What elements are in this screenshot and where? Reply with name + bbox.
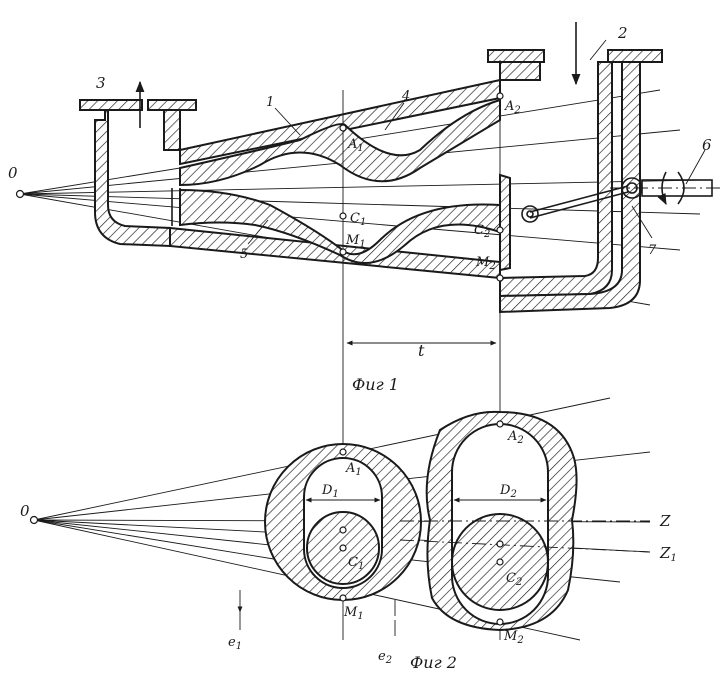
fig2-label-A2: A2	[507, 429, 524, 446]
label-6: 6	[702, 136, 712, 154]
fig2-label-M2: M2	[503, 629, 524, 646]
fig2-label-C2: C2	[506, 571, 522, 588]
fig1-points	[15, 92, 504, 282]
label-origin: 0	[8, 164, 18, 182]
label-M2: M2	[475, 255, 496, 272]
fig2-point-O	[29, 515, 39, 525]
label-2: 2	[617, 24, 628, 42]
label-1: 1	[266, 95, 274, 110]
figure-2: 0 A1 A2 C1 C2 M1 M2 D1 D2 Z Z1 e1 e2 Фиг…	[20, 397, 677, 672]
label-C2: C2	[474, 223, 490, 240]
fig1-flow-arrows	[135, 22, 581, 128]
fig2-label-origin: 0	[20, 502, 30, 520]
fig2-point-M2	[496, 618, 504, 626]
label-4: 4	[401, 89, 410, 104]
point-M1	[339, 248, 347, 256]
fig1-caption: Фиг 1	[352, 375, 399, 394]
fig1-labels: 0 1 2 3 4 5 6 7 A1 A2 C1 C2 M1 M2 t Фиг …	[8, 24, 712, 394]
fig2-labels: 0 A1 A2 C1 C2 M1 M2 D1 D2 Z Z1 e1 e2 Фиг…	[20, 429, 677, 672]
fig2-point-A1	[339, 448, 347, 456]
point-O	[15, 189, 25, 199]
label-D1: D1	[321, 483, 339, 500]
fig2-points	[29, 420, 504, 626]
label-D2: D2	[499, 483, 517, 500]
point-M2	[496, 274, 504, 282]
fig2-point-A2	[496, 420, 504, 428]
point-C1	[339, 212, 347, 220]
fig2-section-1	[264, 443, 422, 601]
fig2-label-M1: M1	[343, 605, 364, 622]
label-e1: e1	[228, 635, 242, 652]
point-A2	[496, 92, 504, 100]
label-A1: A1	[347, 137, 364, 154]
label-C1: C1	[350, 211, 366, 228]
fig2-label-A1: A1	[345, 461, 362, 478]
fig1-drive	[521, 171, 720, 223]
fig1-leaders	[247, 39, 706, 245]
fig2-caption: Фиг 2	[410, 653, 457, 672]
fig2-label-C1: C1	[348, 555, 364, 572]
fig1-casing	[79, 49, 663, 314]
label-Z: Z	[659, 512, 671, 530]
label-Z1: Z1	[659, 544, 677, 564]
label-5: 5	[240, 247, 248, 262]
fig2-point-C2	[496, 558, 504, 566]
fig2-point-C1-upper	[339, 526, 347, 534]
label-A2: A2	[504, 99, 521, 116]
label-pitch: t	[418, 341, 425, 360]
label-e2: e2	[378, 649, 392, 666]
fig2-point-M1	[339, 594, 347, 602]
point-A1	[339, 124, 347, 132]
fig2-point-C1	[339, 544, 347, 552]
label-M1: M1	[345, 233, 366, 250]
label-7: 7	[648, 243, 657, 258]
figure-1: 0 1 2 3 4 5 6 7 A1 A2 C1 C2 M1 M2 t Фиг …	[8, 22, 720, 640]
fig2-point-C2-upper	[496, 540, 504, 548]
label-3: 3	[96, 74, 106, 92]
point-C2	[496, 226, 504, 234]
fig2-dimensions	[237, 497, 547, 636]
fig2-z-axes	[399, 520, 651, 553]
